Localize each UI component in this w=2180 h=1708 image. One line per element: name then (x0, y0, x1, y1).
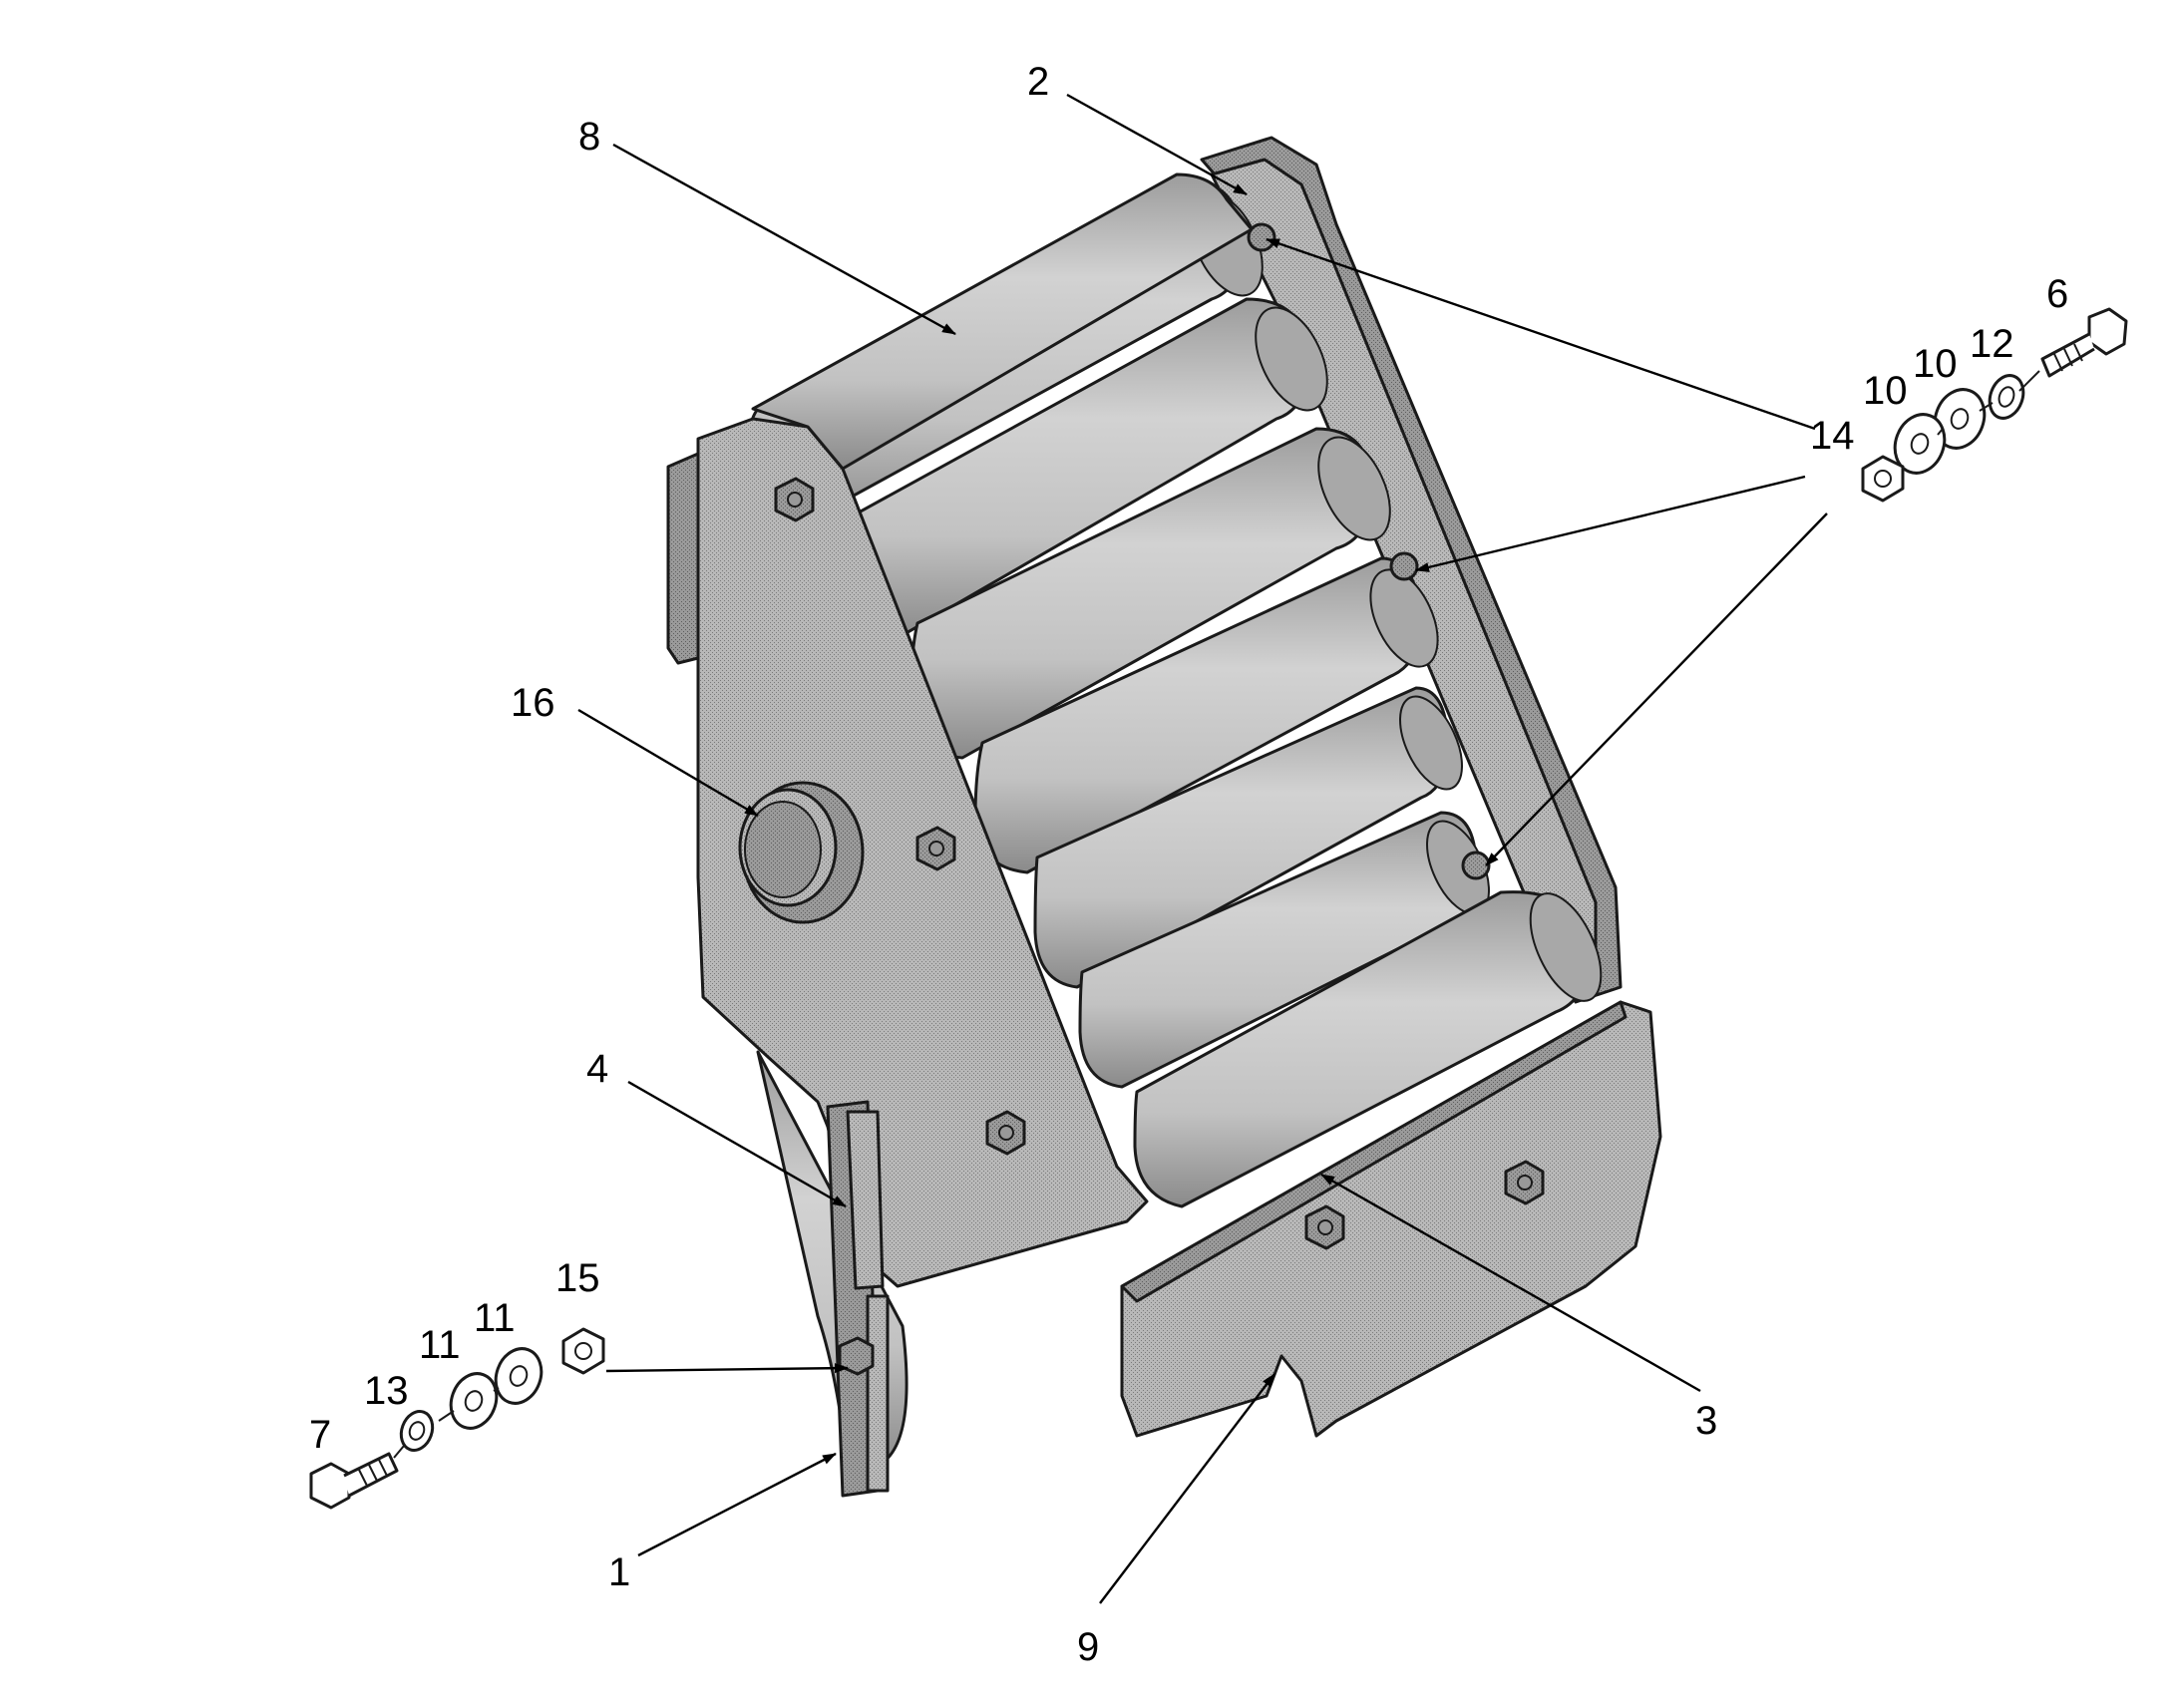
callout-13: 13 (364, 1369, 409, 1413)
bottom-shoe (1120, 1000, 1662, 1438)
exploded-hardware-right (1861, 307, 2128, 503)
callout-11a: 11 (419, 1323, 461, 1367)
callout-1: 1 (608, 1550, 630, 1594)
leader-14b (1415, 475, 1806, 572)
washer-icon (449, 1372, 499, 1430)
nut-icon (1504, 1160, 1545, 1205)
left-plate-edge (666, 452, 700, 665)
nut-icon (915, 826, 956, 871)
bearing (738, 781, 865, 924)
leader-1 (637, 1452, 837, 1557)
washer-icon (1893, 413, 1947, 475)
leader-15 (605, 1363, 849, 1374)
callout-10a: 10 (1863, 369, 1908, 413)
leader-16 (577, 708, 759, 818)
washer-icon (494, 1347, 544, 1405)
leader-3 (1320, 1173, 1701, 1393)
callout-16: 16 (511, 681, 555, 725)
callout-4: 4 (586, 1047, 608, 1091)
top-roller-cap (751, 172, 1254, 471)
callout-12: 12 (1970, 322, 2014, 366)
callout-9: 9 (1077, 1625, 1099, 1669)
nut-icon (1861, 455, 1905, 503)
roller-2 (844, 297, 1328, 640)
leader-2 (1066, 93, 1248, 196)
nut-icon (1304, 1204, 1345, 1250)
leader-14a (1266, 237, 1816, 431)
bottom-shoe-lip (1120, 1000, 1628, 1303)
roller-7 (1133, 890, 1603, 1208)
callout-8: 8 (578, 115, 600, 159)
lock-washer-icon (1988, 374, 2025, 420)
leader-8 (612, 143, 956, 336)
lock-washer-icon (399, 1410, 435, 1452)
lower-bracket (826, 1100, 890, 1498)
callout-11b: 11 (474, 1296, 516, 1340)
callout-15: 15 (555, 1256, 600, 1300)
bolt-icon (309, 1452, 399, 1510)
callout-14: 14 (1810, 414, 1855, 458)
roller-4 (973, 556, 1439, 874)
callouts: 8 2 6 12 10 10 14 16 4 15 11 11 13 7 1 9… (309, 60, 2068, 1669)
assembly (666, 136, 1662, 1498)
leader-14c (1485, 512, 1828, 866)
nut-icon (774, 477, 815, 522)
nut-icon (985, 1110, 1026, 1156)
washer-icon (1933, 388, 1987, 450)
leader-9 (1099, 1373, 1275, 1604)
leader-4 (627, 1080, 847, 1208)
leader-lines (577, 93, 1828, 1604)
nut-icon (561, 1327, 605, 1375)
exploded-hardware-left (309, 1327, 605, 1510)
callout-7: 7 (309, 1413, 331, 1457)
callout-3: 3 (1695, 1399, 1717, 1443)
plate-nuts (774, 477, 1545, 1376)
roller-5 (1033, 686, 1463, 989)
bolt-icon (2040, 307, 2128, 378)
callout-6: 6 (2046, 272, 2068, 316)
callout-10b: 10 (1913, 342, 1958, 386)
callout-2: 2 (1027, 60, 1049, 104)
